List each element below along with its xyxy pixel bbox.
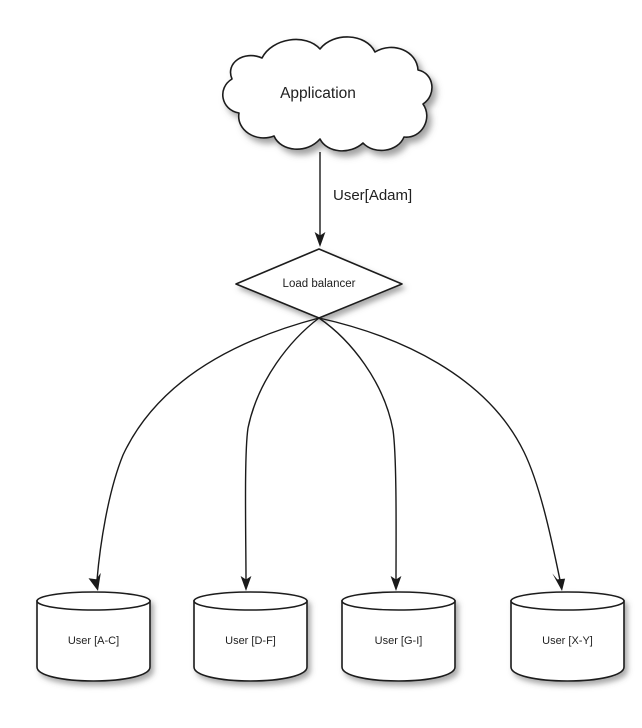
cylinder-top-2: [193, 591, 308, 611]
load-balancer-label: Load balancer: [283, 278, 356, 290]
edge-lb-to-db-4: [318, 317, 566, 591]
cylinder-body-2: [193, 600, 308, 682]
edge-arrowhead-app-lb: [314, 232, 326, 247]
cylinder-body-3: [341, 600, 456, 682]
node-application[interactable]: Application: [222, 36, 433, 152]
edge-curve-db-3: [318, 317, 397, 581]
cylinder-top-1: [36, 591, 151, 611]
edge-curve-db-1: [96, 317, 320, 581]
edge-arrowhead-db-1: [88, 572, 101, 591]
node-load-balancer[interactable]: Load balancer: [235, 248, 403, 319]
node-database-1[interactable]: User [A-C]: [36, 591, 151, 682]
edge-arrowhead-db-2: [240, 576, 252, 591]
database-label-4: User [X-Y]: [542, 635, 593, 647]
edge-lb-to-db-2: [240, 317, 320, 591]
edge-application-to-load-balancer: User[Adam]: [314, 152, 412, 247]
edge-arrowhead-db-3: [390, 576, 402, 591]
node-database-4[interactable]: User [X-Y]: [510, 591, 625, 682]
node-database-2[interactable]: User [D-F]: [193, 591, 308, 682]
database-label-2: User [D-F]: [225, 635, 276, 647]
edge-lb-to-db-1: [88, 317, 320, 591]
edge-arrowhead-db-4: [552, 573, 566, 591]
cylinder-body-1: [36, 600, 151, 682]
edge-lb-to-db-3: [318, 317, 402, 591]
cylinder-top-3: [341, 591, 456, 611]
node-database-3[interactable]: User [G-I]: [341, 591, 456, 682]
cylinder-body-4: [510, 600, 625, 682]
cylinder-top-4: [510, 591, 625, 611]
edge-label-user-adam: User[Adam]: [333, 187, 412, 204]
cloud-shape: [222, 36, 433, 152]
edge-curve-db-2: [244, 317, 320, 581]
database-label-1: User [A-C]: [68, 635, 119, 647]
edge-curve-db-4: [318, 317, 561, 581]
application-label: Application: [280, 85, 356, 102]
database-label-3: User [G-I]: [375, 635, 423, 647]
